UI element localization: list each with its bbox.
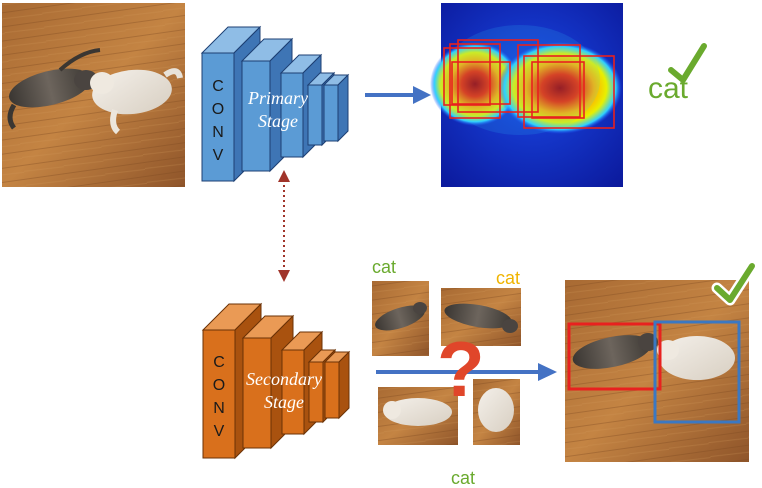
primary-conv-stack	[200, 25, 350, 183]
checkmark-icon	[668, 43, 707, 83]
crop-white-cat-2	[473, 379, 520, 445]
secondary-conv-letter: C	[213, 354, 225, 371]
white-cat	[90, 68, 183, 135]
crop-thumbnails	[372, 281, 521, 445]
primary-stage-line2: Stage	[258, 111, 298, 131]
secondary-stage-line2: Stage	[264, 392, 304, 412]
crop-label-bottom: cat	[451, 468, 476, 488]
primary-result-label: cat	[648, 72, 689, 105]
conv-layer-5	[323, 350, 351, 420]
checkmark-icon	[711, 260, 758, 306]
primary-conv-letter: V	[212, 147, 224, 164]
heatmap-image	[430, 3, 623, 187]
crop-white-cat-1	[378, 387, 458, 445]
arrow-icon	[376, 363, 557, 381]
crop-gray-cat-1	[372, 281, 429, 356]
crop-gray-cat-2	[441, 288, 521, 346]
secondary-conv-letter: N	[213, 400, 225, 417]
crop-label-top-left: cat	[372, 257, 397, 277]
input-photo	[2, 3, 185, 187]
primary-conv-letter: N	[212, 124, 224, 141]
conv-layer-5	[322, 73, 350, 143]
gray-cat	[7, 48, 101, 130]
primary-conv-letter: O	[211, 101, 225, 118]
detection-boxes-primary	[443, 39, 615, 129]
question-mark-icon: ?	[437, 325, 485, 413]
red-detection-box	[567, 322, 662, 391]
arrow-icon	[365, 86, 431, 104]
stage-link	[278, 170, 290, 282]
secondary-conv-letter: V	[213, 423, 225, 440]
secondary-stage-line1: Secondary	[246, 369, 322, 389]
secondary-conv-letter: O	[212, 377, 226, 394]
crop-label-top-right: cat	[496, 268, 521, 288]
secondary-conv-stack	[201, 302, 351, 460]
primary-conv-letter: C	[212, 78, 224, 95]
primary-stage-line1: Primary	[248, 88, 308, 108]
final-detection-photo	[565, 260, 758, 462]
blue-detection-box	[653, 320, 741, 424]
